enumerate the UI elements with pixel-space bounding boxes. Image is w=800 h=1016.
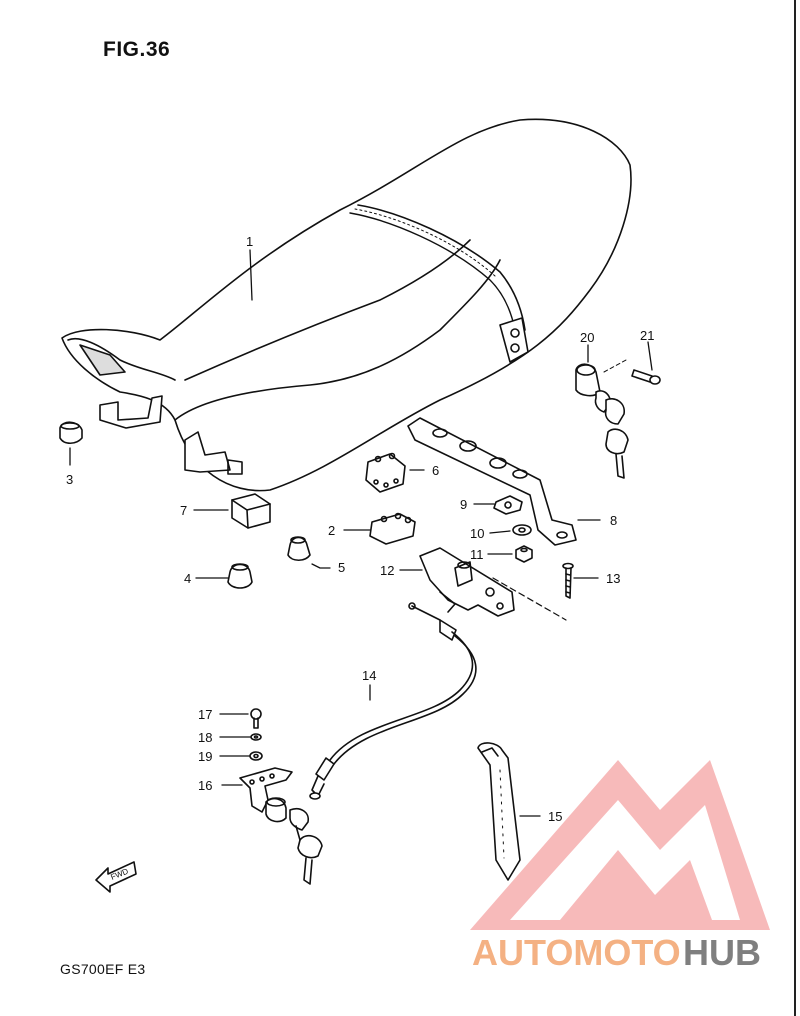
callout-5: 5 [338,560,345,575]
nut-part-11 [515,545,533,563]
cushion-part-6 [365,452,406,493]
nut-part-9 [493,495,523,515]
watermark-text-b: HUB [683,932,761,973]
washer-part-18 [250,733,262,741]
callout-8: 8 [610,513,617,528]
callout-17: 17 [198,707,212,722]
callout-3: 3 [66,472,73,487]
callout-12: 12 [380,563,394,578]
callout-13: 13 [606,571,620,586]
callout-14: 14 [362,668,376,683]
watermark-text-a: AUTOMOTO [472,932,681,973]
screw-part-21 [631,369,661,385]
fwd-arrow-icon: FWD [95,861,137,893]
callout-9: 9 [460,497,467,512]
cable-part-14 [309,602,477,800]
washer-part-19 [249,751,263,761]
figure-title: FIG.36 [103,38,171,61]
screw-part-13 [562,562,574,599]
leader-lines [69,249,653,817]
callout-2: 2 [328,523,335,538]
cushion-part-7 [231,493,271,529]
callout-15: 15 [548,809,562,824]
lock-part-16 [239,767,323,885]
seat-part [61,118,632,492]
model-code: GS700EF E3 [60,961,146,977]
callout-19: 19 [198,749,212,764]
callout-21: 21 [640,328,654,343]
callout-18: 18 [198,730,212,745]
callout-11: 11 [470,547,484,562]
cap-part-5 [287,536,311,562]
callout-numbers: 1 2 3 4 5 6 7 8 9 10 11 12 13 14 15 16 1… [66,234,654,824]
lock-part-20 [575,359,629,479]
seat-bracket-part [407,417,577,546]
page-edge-rule [794,0,796,1016]
washer-part-10 [512,524,532,536]
callout-20: 20 [580,330,594,345]
strap-part-15 [477,742,521,881]
callout-6: 6 [432,463,439,478]
callout-10: 10 [470,526,484,541]
cap-part-3 [59,421,83,445]
watermark-logo: AUTOMOTO HUB [470,760,770,973]
callout-16: 16 [198,778,212,793]
lock-bracket-part-12 [419,547,567,621]
cushion-part-2 [369,512,416,545]
callout-7: 7 [180,503,187,518]
callout-1: 1 [246,234,253,249]
callout-4: 4 [184,571,191,586]
bolt-part-17 [250,708,262,729]
cushion-part-4 [227,563,253,589]
